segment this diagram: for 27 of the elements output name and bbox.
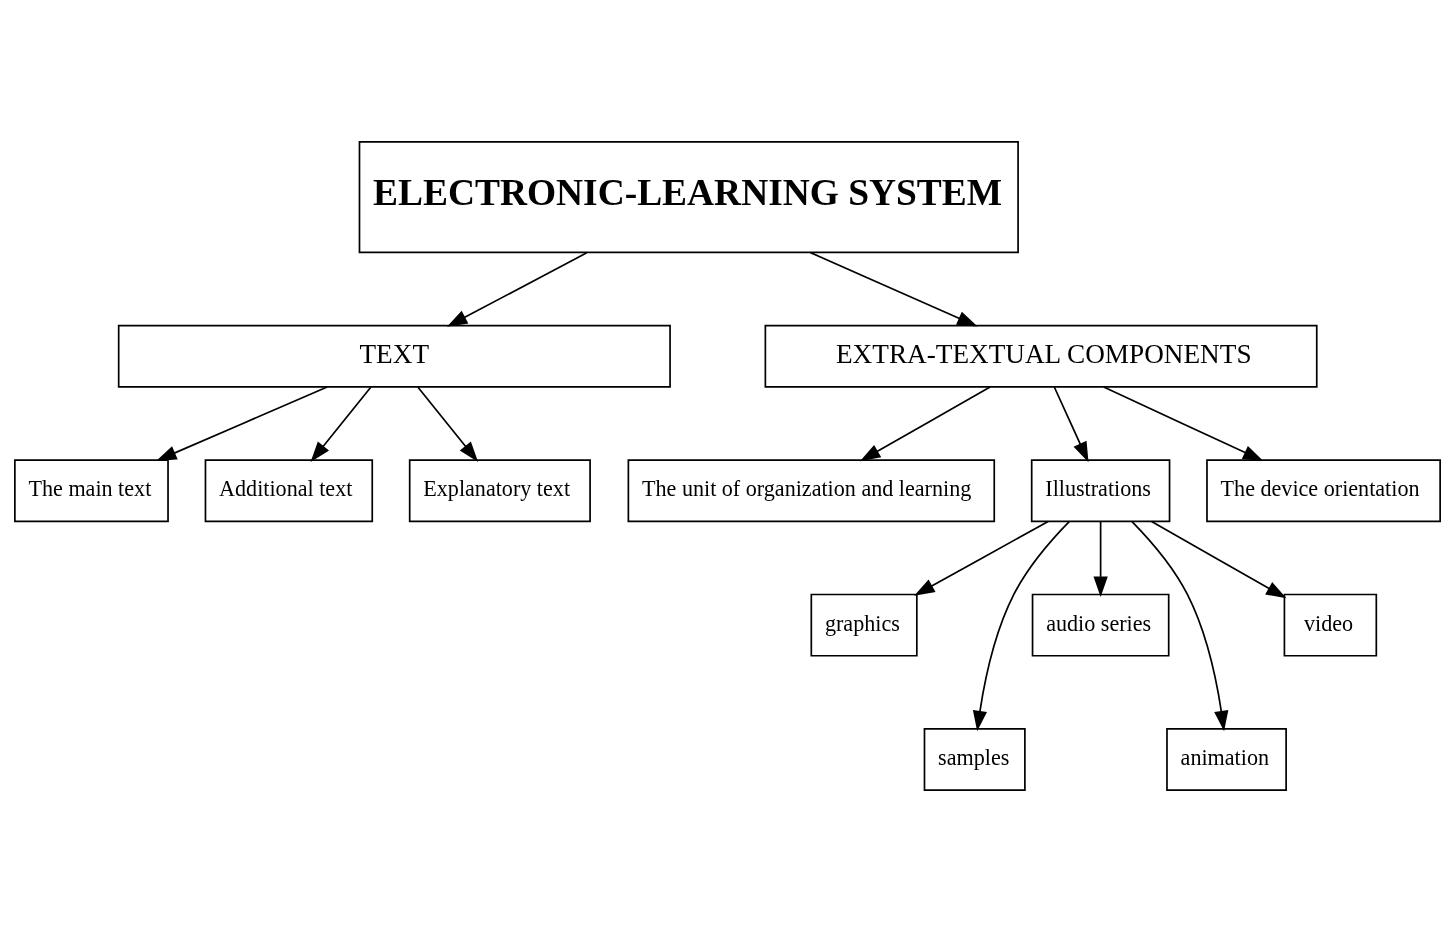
node-box: audio series	[1031, 593, 1170, 657]
arrow	[1130, 520, 1229, 731]
arrow	[859, 385, 991, 461]
node-box: Explanatory text	[408, 458, 591, 522]
node-box: ELECTRONIC-LEARNING SYSTEM	[358, 140, 1019, 253]
arrow	[914, 520, 1049, 596]
arrow	[972, 520, 1071, 731]
arrow	[156, 385, 328, 461]
node-box: graphics	[810, 593, 918, 657]
arrow	[446, 251, 588, 327]
node-box: samples	[923, 727, 1026, 791]
node-box: The unit of organization and learning	[627, 458, 996, 522]
node-box: animation	[1166, 727, 1287, 791]
arrow	[416, 385, 479, 462]
arrow	[1093, 520, 1108, 597]
node-box: Illustrations	[1030, 458, 1171, 522]
node-box: The device orientation	[1206, 458, 1441, 522]
node-box: video	[1283, 593, 1378, 657]
arrow	[809, 251, 978, 326]
node-box: TEXT	[117, 324, 671, 388]
node-box: The main text	[14, 458, 169, 522]
node-box: EXTRA-TEXTUAL COMPONENTS	[764, 324, 1318, 388]
node-box: Additional text	[204, 458, 374, 522]
arrow	[310, 385, 372, 462]
arrow	[1150, 520, 1287, 598]
arrow	[1053, 385, 1089, 462]
arrow	[1102, 385, 1264, 461]
